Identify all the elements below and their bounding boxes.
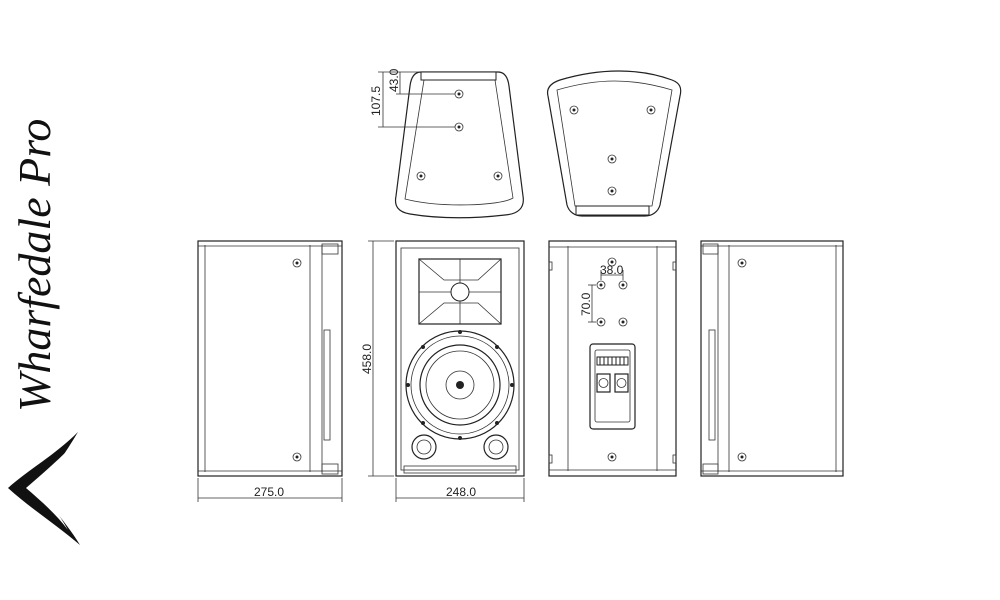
rear-view: 38.0 70.0 (548, 240, 677, 477)
boomerang-logo-icon (8, 432, 80, 545)
dim-side-width: 275.0 (254, 485, 284, 499)
dim-height: 458.0 (360, 344, 374, 374)
dim-top-bolt-spacing: 107.5 (369, 86, 383, 116)
dim-front-width: 248.0 (446, 485, 476, 499)
side-view-left: 275.0 (197, 240, 343, 502)
top-view-left: 107.5 43.0 (369, 68, 524, 219)
top-view-right (546, 70, 682, 217)
brand-logo: Wharfedale Pro (8, 119, 80, 545)
brand-wordmark: Wharfedale Pro (9, 119, 60, 412)
dim-top-bolt-offset: 43.0 (387, 68, 401, 92)
dim-rear-bolt-h: 38.0 (600, 263, 624, 277)
dim-rear-bolt-v: 70.0 (579, 292, 593, 316)
front-view: 458.0 248.0 (360, 240, 525, 502)
side-view-right (700, 240, 844, 477)
